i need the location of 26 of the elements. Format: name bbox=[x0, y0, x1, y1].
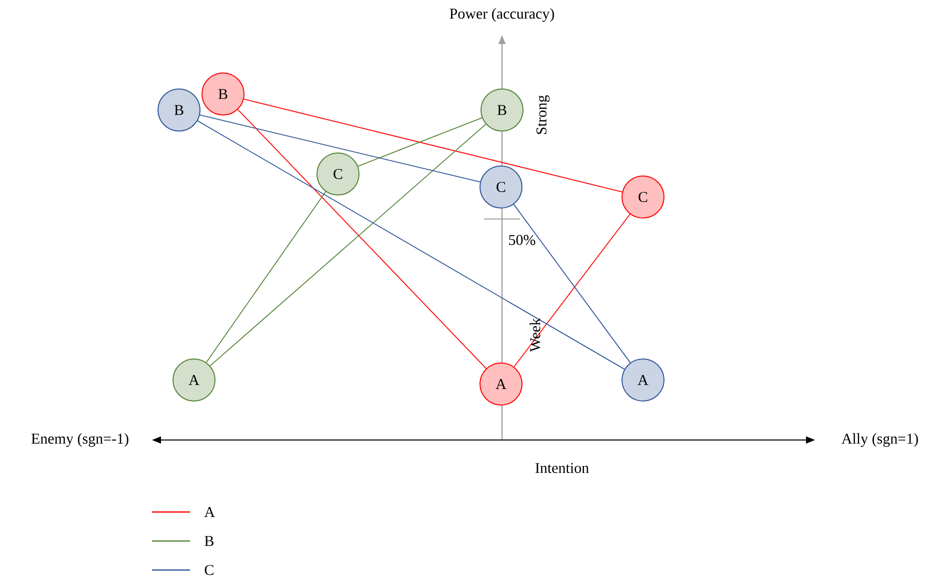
circle-node: A bbox=[622, 358, 664, 402]
circle-node: C bbox=[622, 176, 664, 218]
connector-line bbox=[197, 120, 625, 370]
circle-node: C bbox=[480, 166, 522, 208]
axis-note: Strong bbox=[536, 95, 550, 134]
connector-line bbox=[199, 114, 481, 182]
circle-node: A bbox=[480, 362, 522, 406]
connector-line bbox=[210, 124, 486, 366]
legend-label: A bbox=[204, 507, 215, 517]
axis-title: Enemy (sgn=-1) bbox=[31, 433, 128, 447]
connector-line bbox=[243, 98, 623, 192]
connector-line bbox=[237, 109, 487, 369]
tick-label: 50% bbox=[509, 234, 536, 246]
legend-label: C bbox=[204, 564, 214, 576]
circle-node: B bbox=[158, 88, 200, 132]
circle-node: C bbox=[316, 152, 360, 196]
legend-label: B bbox=[204, 536, 214, 546]
axis-title: Power (accuracy) bbox=[450, 8, 554, 22]
axis-note: Week bbox=[530, 318, 540, 352]
connector-line bbox=[358, 117, 482, 167]
axis-title: Ally (sgn=1) bbox=[842, 433, 918, 447]
circle-node: B bbox=[480, 88, 524, 132]
connector-line bbox=[206, 191, 326, 363]
axis-title: Intention bbox=[535, 462, 589, 474]
circle-node: A bbox=[172, 358, 216, 402]
circle-node: B bbox=[202, 72, 244, 116]
